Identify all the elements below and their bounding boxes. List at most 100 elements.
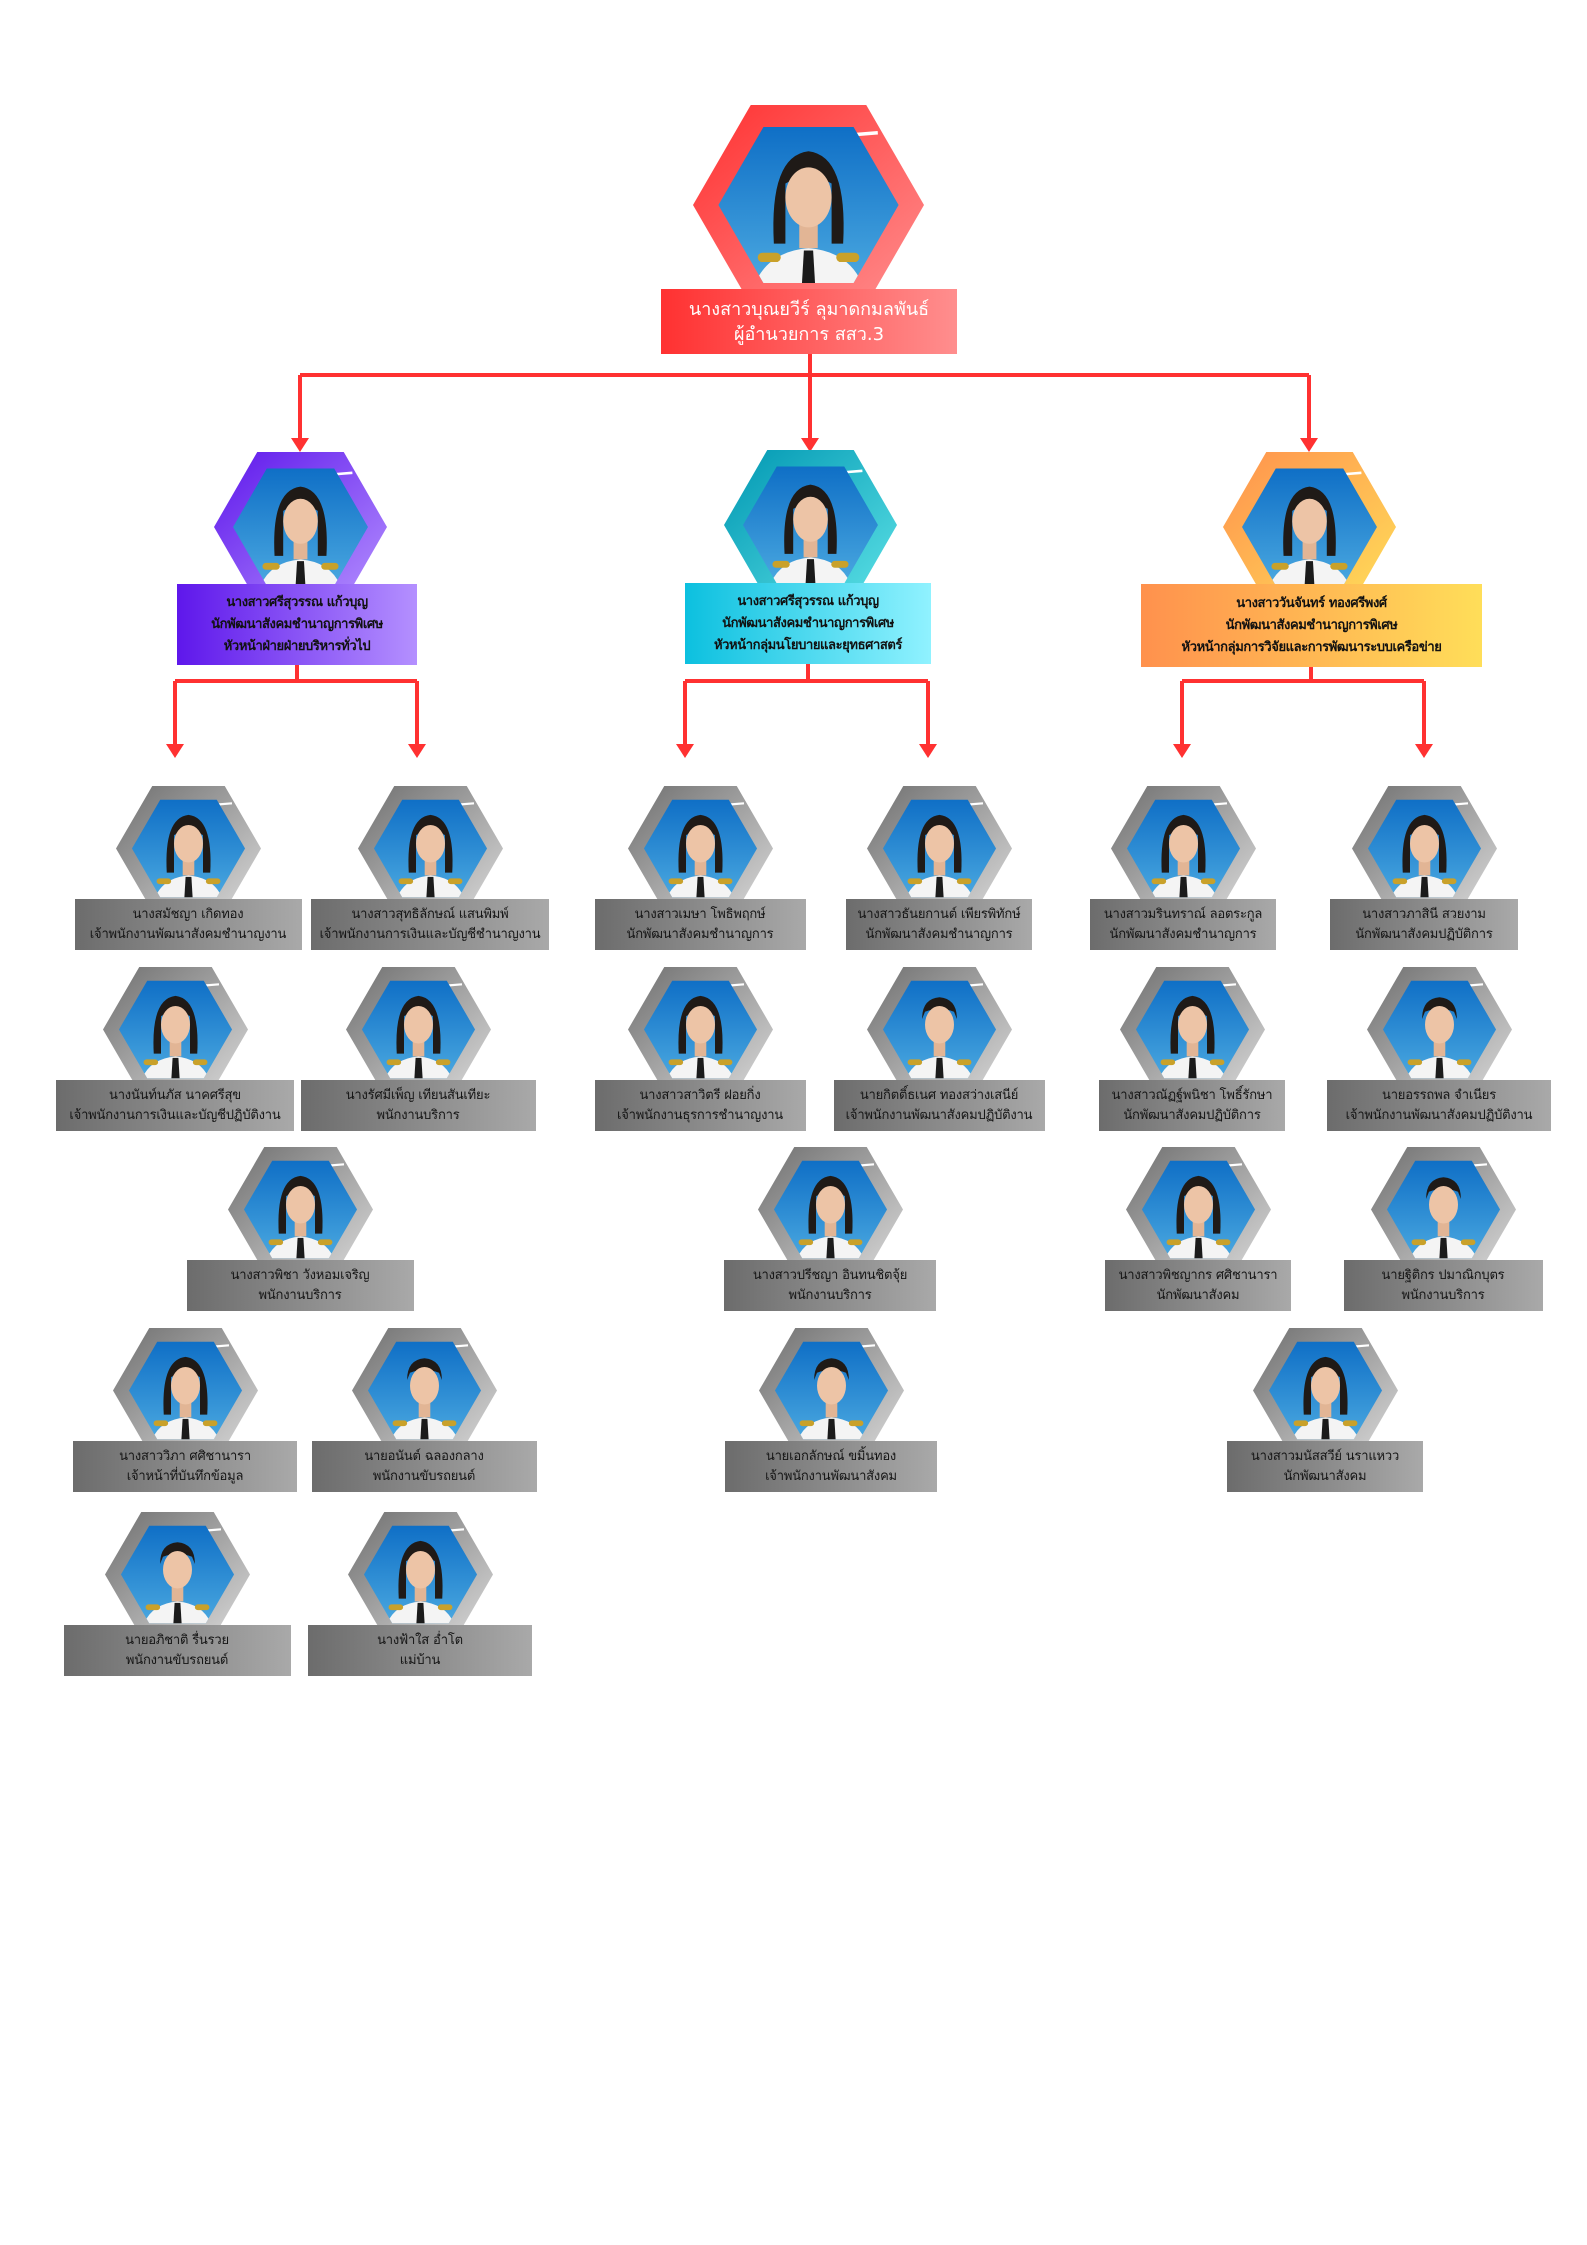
staff-title: นักพัฒนาสังคมชำนาญการ	[1109, 926, 1257, 942]
staff-label: นายฐิติกร ปมาณิกบุตรพนักงานบริการ	[1343, 1260, 1543, 1311]
staff-title: นักพัฒนาสังคมปฏิบัติการ	[1123, 1107, 1261, 1123]
head-label-policy: นางสาวศรีสุวรรณ แก้วบุญ นักพัฒนาสังคมชำน…	[685, 583, 931, 664]
staff-title: พนักงานบริการ	[376, 1107, 460, 1123]
staff-label: นางสาวมนัสสวีย์ นราแหววนักพัฒนาสังคม	[1227, 1441, 1423, 1492]
staff-label: นางสาวธันยกานต์ เพียรพิทักษ์นักพัฒนาสังค…	[846, 899, 1032, 950]
staff-title: พนักงานบริการ	[258, 1287, 342, 1303]
staff-title: พนักงานบริการ	[1401, 1287, 1485, 1303]
arrow-head-icon	[1415, 744, 1433, 758]
staff-label: นางสาวสุทธิลักษณ์ แสนพิมพ์เจ้าพนักงานการ…	[311, 899, 549, 950]
staff-title: นักพัฒนาสังคมปฏิบัติการ	[1355, 926, 1493, 942]
head-position: นักพัฒนาสังคมชำนาญการพิเศษ	[211, 616, 383, 632]
staff-name: นางสาวสุทธิลักษณ์ แสนพิมพ์	[351, 906, 509, 922]
staff-title: นักพัฒนาสังคม	[1156, 1287, 1240, 1303]
arrow-head-icon	[408, 744, 426, 758]
staff-label: นางสาววิภา ศศิชานาราเจ้าหน้าที่บันทึกข้อ…	[73, 1441, 297, 1492]
head-label-admin: นางสาวศรีสุวรรณ แก้วบุญ นักพัฒนาสังคมชำน…	[177, 584, 417, 665]
arrow-head-icon	[1173, 744, 1191, 758]
staff-photo	[1120, 967, 1265, 1092]
staff-name: นายอภิชาติ รื่นรวย	[125, 1632, 229, 1648]
staff-name: นางสาวเมษา โพธิพฤกษ์	[634, 906, 766, 922]
staff-label: นายอภิชาติ รื่นรวยพนักงานขับรถยนต์	[63, 1625, 291, 1676]
staff-photo	[228, 1147, 373, 1272]
head-unit: หัวหน้ากลุ่มนโยบายและยุทธศาสตร์	[713, 637, 903, 653]
staff-title: เจ้าหน้าที่บันทึกข้อมูล	[126, 1468, 244, 1484]
staff-title: พนักงานขับรถยนต์	[125, 1652, 229, 1668]
director-photo	[693, 105, 924, 305]
staff-name: นางสาวณัฏฐ์พนิชา โพธิ์รักษา	[1111, 1087, 1273, 1103]
head-name: นางสาวศรีสุวรรณ แก้วบุญ	[226, 594, 368, 610]
arrow-head-icon	[676, 744, 694, 758]
staff-label: นางฟ้าใส อ่ำโตแม่บ้าน	[308, 1625, 532, 1676]
staff-photo	[628, 786, 773, 911]
staff-title: แม่บ้าน	[399, 1652, 441, 1668]
staff-label: นางสาวพิชา วังหอมเจริญพนักงานบริการ	[186, 1260, 414, 1311]
staff-label: นางรัศมีเพ็ญ เทียนสันเทียะพนักงานบริการ	[300, 1080, 536, 1131]
staff-name: นางสาวพิชา วังหอมเจริญ	[230, 1267, 370, 1283]
staff-photo	[358, 786, 503, 911]
staff-title: เจ้าพนักงานพัฒนาสังคมชำนาญงาน	[89, 926, 287, 942]
head-unit: หัวหน้ากลุ่มการวิจัยและการพัฒนาระบบเครือ…	[1181, 639, 1442, 655]
staff-label: นายเอกลักษณ์ ขมิ้นทองเจ้าพนักงานพัฒนาสัง…	[725, 1441, 937, 1492]
staff-photo	[1352, 786, 1497, 911]
staff-name: นายอนันต์ ฉลองกลาง	[364, 1448, 484, 1464]
staff-name: นางสาวสาวิตรี ฝอยกิ่ง	[639, 1087, 761, 1103]
head-label-research: นางสาววันจันทร์ ทองศรีพงศ์ นักพัฒนาสังคม…	[1141, 584, 1482, 667]
staff-photo	[103, 967, 248, 1092]
head-photo	[724, 450, 897, 600]
staff-name: นางสาวมนัสสวีย์ นราแหวว	[1250, 1448, 1400, 1464]
director-name: นางสาวบุณยวีร์ ลุมาดกมลพันธ์	[688, 298, 930, 320]
staff-label: นางสาวณัฏฐ์พนิชา โพธิ์รักษานักพัฒนาสังคม…	[1099, 1080, 1285, 1131]
staff-title: เจ้าพนักงานการเงินและบัญชีปฏิบัติงาน	[69, 1107, 281, 1123]
staff-photo	[1253, 1328, 1398, 1453]
staff-photo	[116, 786, 261, 911]
director-label: นางสาวบุณยวีร์ ลุมาดกมลพันธ์ ผู้อำนวยการ…	[661, 289, 957, 354]
staff-label: นางสาวเมษา โพธิพฤกษ์นักพัฒนาสังคมชำนาญกา…	[594, 899, 806, 950]
staff-name: นางสาวพิชญากร ศศิชานารา	[1118, 1267, 1278, 1283]
staff-photo	[758, 1147, 903, 1272]
staff-title: เจ้าพนักงานการเงินและบัญชีชำนาญงาน	[319, 926, 541, 942]
staff-name: นางนันท์นภัส นาคศรีสุข	[109, 1087, 241, 1103]
head-photo	[214, 452, 387, 602]
staff-label: นางสาวปรีชญา อินทนชิตจุ้ยพนักงานบริการ	[724, 1260, 936, 1311]
head-name: นางสาวศรีสุวรรณ แก้วบุญ	[737, 593, 879, 609]
staff-name: นางสาวปรีชญา อินทนชิตจุ้ย	[752, 1267, 908, 1283]
staff-name: นางสาวภาสินี สวยงาม	[1362, 906, 1486, 922]
staff-name: นางสาวมรินทราณ์ ลอตระกูล	[1103, 906, 1263, 922]
staff-name: นางรัศมีเพ็ญ เทียนสันเทียะ	[345, 1087, 491, 1103]
staff-photo	[348, 1512, 493, 1637]
staff-photo	[1126, 1147, 1271, 1272]
staff-title: นักพัฒนาสังคมชำนาญการ	[626, 926, 774, 942]
staff-name: นางสาวธันยกานต์ เพียรพิทักษ์	[857, 906, 1021, 922]
head-photo	[1223, 452, 1396, 602]
staff-label: นางนันท์นภัส นาคศรีสุขเจ้าพนักงานการเงิน…	[56, 1080, 294, 1131]
staff-photo	[867, 786, 1012, 911]
staff-name: นายเอกลักษณ์ ขมิ้นทอง	[765, 1448, 897, 1464]
staff-photo	[113, 1328, 258, 1453]
staff-title: เจ้าพนักงานธุรการชำนาญงาน	[616, 1107, 783, 1123]
staff-photo	[1367, 967, 1512, 1092]
staff-photo	[352, 1328, 497, 1453]
arrow-head-icon	[166, 744, 184, 758]
staff-name: นายอรรถพล จำเนียร	[1382, 1087, 1496, 1103]
staff-title: เจ้าพนักงานพัฒนาสังคมปฏิบัติงาน	[845, 1107, 1033, 1123]
head-position: นักพัฒนาสังคมชำนาญการพิเศษ	[722, 615, 894, 631]
staff-label: นางสมัชญา เกิดทองเจ้าพนักงานพัฒนาสังคมชำ…	[74, 899, 302, 950]
director-title: ผู้อำนวยการ สสว.3	[733, 323, 885, 345]
staff-name: นางฟ้าใส อ่ำโต	[377, 1632, 463, 1648]
staff-name: นายฐิติกร ปมาณิกบุตร	[1381, 1267, 1505, 1283]
head-name: นางสาววันจันทร์ ทองศรีพงศ์	[1236, 595, 1387, 611]
staff-name: นางสมัชญา เกิดทอง	[132, 906, 244, 922]
staff-photo	[346, 967, 491, 1092]
head-position: นักพัฒนาสังคมชำนาญการพิเศษ	[1225, 617, 1398, 633]
staff-label: นายอนันต์ ฉลองกลางพนักงานขับรถยนต์	[311, 1441, 537, 1492]
arrow-head-icon	[919, 744, 937, 758]
staff-name: นายกิตติ์ธเนศ ทองสว่างเสนีย์	[859, 1087, 1019, 1103]
staff-title: นักพัฒนาสังคมชำนาญการ	[865, 926, 1013, 942]
staff-title: พนักงานบริการ	[788, 1287, 872, 1303]
arrow-head-icon	[291, 438, 309, 452]
staff-label: นางสาวพิชญากร ศศิชานารานักพัฒนาสังคม	[1105, 1260, 1291, 1311]
staff-title: นักพัฒนาสังคม	[1283, 1468, 1367, 1484]
arrow-head-icon	[1300, 438, 1318, 452]
